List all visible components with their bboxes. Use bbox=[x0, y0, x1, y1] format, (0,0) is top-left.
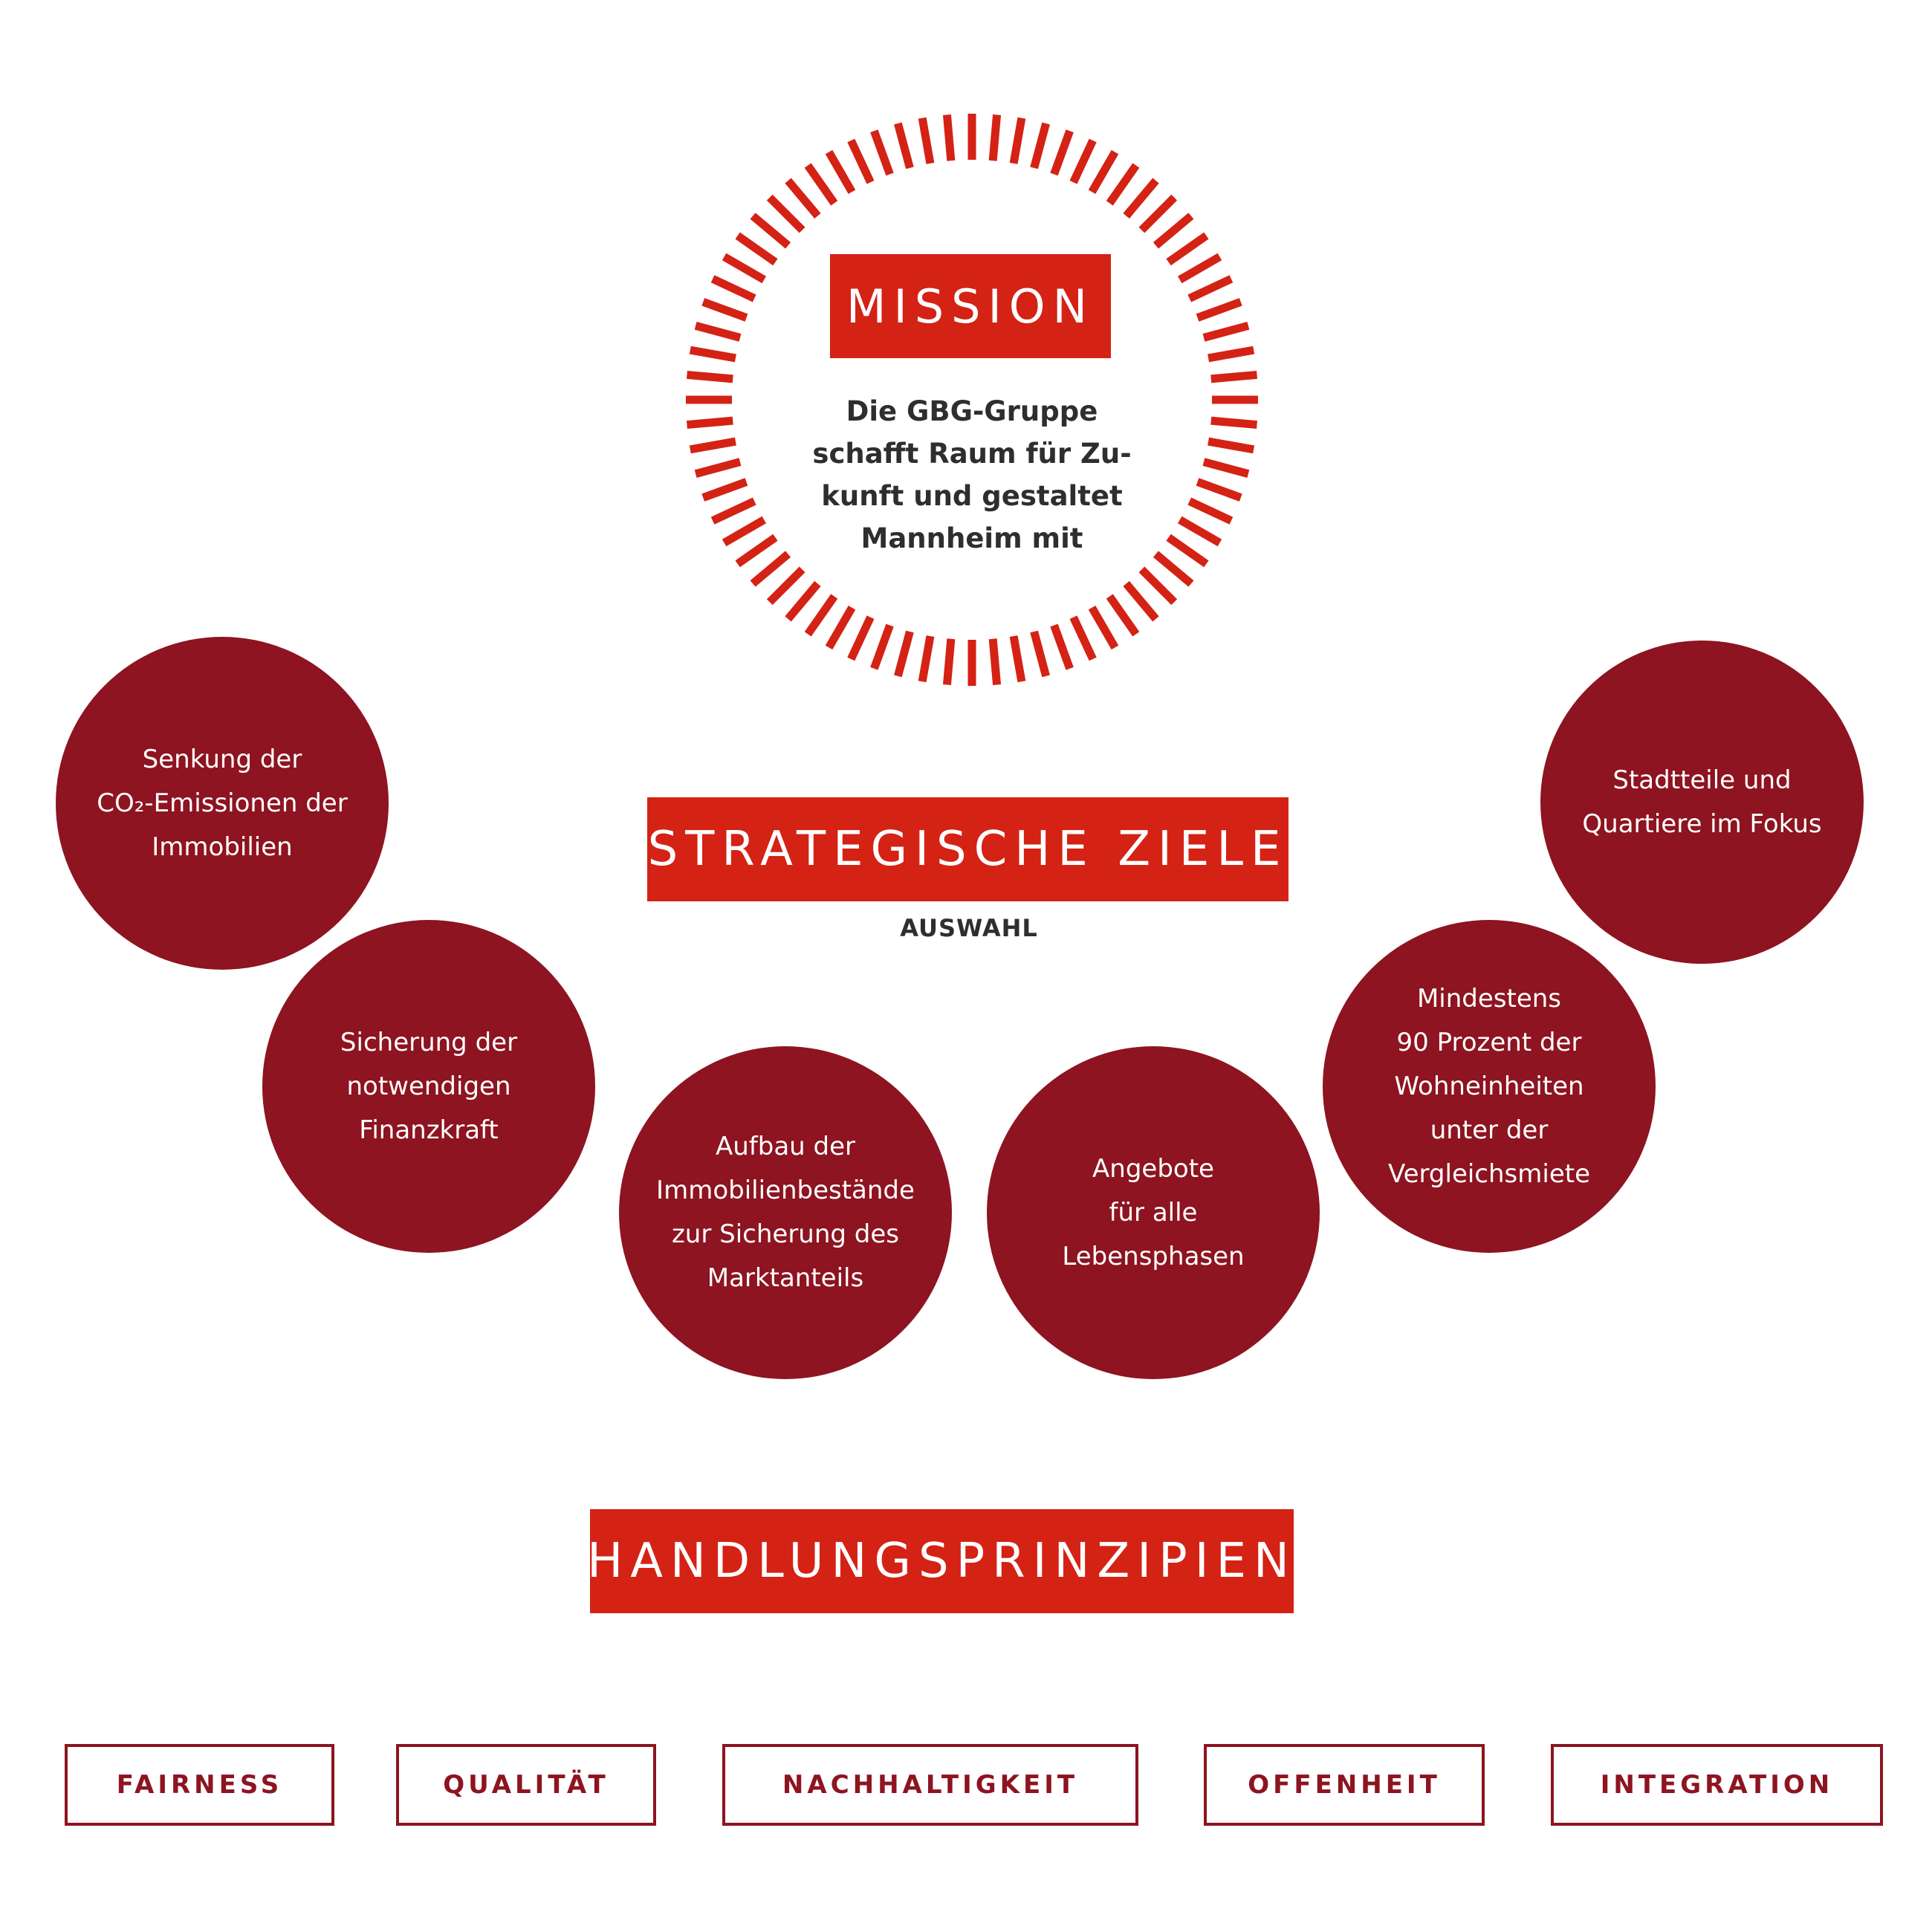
ring-dash bbox=[988, 114, 1002, 161]
ring-dash bbox=[918, 117, 935, 164]
ring-dash bbox=[847, 615, 875, 661]
ring-dash bbox=[785, 580, 821, 622]
goal-text: Aufbau der Immobilienbestände zur Sicher… bbox=[656, 1132, 915, 1293]
ring-dash bbox=[1069, 615, 1097, 661]
ring-dash bbox=[735, 232, 778, 266]
ring-dash bbox=[1123, 178, 1159, 219]
ring-dash bbox=[1088, 149, 1119, 195]
ring-dash bbox=[1210, 370, 1258, 383]
mission-statement: Die GBG-Gruppe schafft Raum für Zu- kunf… bbox=[812, 395, 1132, 554]
mission-label: MISSION bbox=[830, 254, 1111, 358]
ring-dash bbox=[694, 322, 742, 342]
ring-dash bbox=[686, 416, 733, 429]
ring-dash bbox=[1187, 275, 1234, 302]
ring-dash bbox=[870, 623, 894, 670]
ring-dash bbox=[766, 194, 805, 233]
principle-sustainability: NACHHALTIGKEIT bbox=[722, 1744, 1138, 1826]
goal-circle-portfolio: Aufbau der Immobilienbestände zur Sicher… bbox=[619, 1046, 952, 1379]
goal-text: Senkung der CO₂-Emissionen der Immobilie… bbox=[97, 744, 348, 862]
ring-dash bbox=[1009, 117, 1026, 164]
ring-dash bbox=[689, 346, 736, 363]
ring-dash bbox=[1138, 194, 1178, 233]
ring-dash bbox=[694, 458, 742, 478]
mission-ring bbox=[686, 114, 1258, 686]
ring-dash bbox=[894, 122, 914, 169]
ring-dash bbox=[750, 551, 791, 587]
ring-dash bbox=[1177, 253, 1222, 284]
ring-dash bbox=[785, 178, 821, 219]
ring-dash bbox=[710, 275, 756, 302]
strategic-goals-subtitle: AUSWAHL bbox=[900, 914, 1038, 942]
ring-dash bbox=[710, 497, 756, 525]
goal-circle-life-phases: Angebote für alle Lebensphasen bbox=[987, 1046, 1320, 1379]
goal-circle-co2: Senkung der CO₂-Emissionen der Immobilie… bbox=[56, 637, 389, 970]
principles-title: HANDLUNGSPRINZIPIEN bbox=[587, 1509, 1294, 1613]
principle-fairness: FAIRNESS bbox=[65, 1744, 334, 1826]
goal-text: Stadtteile und Quartiere im Fokus bbox=[1582, 765, 1822, 839]
ring-dash bbox=[825, 149, 856, 195]
ring-dash bbox=[1196, 298, 1242, 322]
goal-text: Angebote für alle Lebensphasen bbox=[1062, 1153, 1245, 1271]
ring-dash bbox=[1050, 623, 1074, 670]
ring-dash bbox=[1196, 478, 1242, 502]
ring-dash bbox=[689, 437, 736, 454]
ring-dash bbox=[1208, 437, 1255, 454]
ring-dash bbox=[894, 630, 914, 678]
ring-dash bbox=[1202, 458, 1250, 478]
ring-dash bbox=[1050, 129, 1074, 176]
ring-dash bbox=[1153, 551, 1194, 587]
ring-dash bbox=[988, 638, 1002, 686]
principle-openness: OFFENHEIT bbox=[1204, 1744, 1485, 1826]
ring-dash bbox=[1106, 163, 1140, 206]
ring-dash bbox=[1088, 605, 1119, 650]
ring-dash bbox=[1208, 346, 1255, 363]
ring-dash bbox=[766, 566, 805, 606]
ring-dash bbox=[701, 298, 748, 322]
goal-circle-rent: Mindestens 90 Prozent der Wohneinheiten … bbox=[1323, 920, 1656, 1253]
ring-dash bbox=[1123, 580, 1159, 622]
ring-dash bbox=[701, 478, 748, 502]
goal-text: Mindestens 90 Prozent der Wohneinheiten … bbox=[1388, 983, 1590, 1189]
ring-dash bbox=[825, 605, 856, 650]
goal-circle-finance: Sicherung der notwendigen Finanzkraft bbox=[262, 920, 595, 1253]
ring-dash bbox=[722, 253, 767, 284]
goal-circle-districts: Stadtteile und Quartiere im Fokus bbox=[1540, 641, 1864, 964]
ring-dash bbox=[847, 138, 875, 184]
ring-dash bbox=[1210, 416, 1258, 429]
ring-dash bbox=[1166, 534, 1209, 568]
ring-dash bbox=[1106, 594, 1140, 637]
ring-dash bbox=[750, 213, 791, 249]
ring-dash bbox=[1030, 630, 1050, 678]
principle-quality: QUALITÄT bbox=[396, 1744, 656, 1826]
ring-dash bbox=[1009, 635, 1026, 683]
ring-dash bbox=[1030, 122, 1050, 169]
ring-dash bbox=[722, 516, 767, 547]
ring-dash bbox=[1166, 232, 1209, 266]
goal-text: Sicherung der notwendigen Finanzkraft bbox=[340, 1027, 518, 1145]
ring-dash bbox=[1187, 497, 1234, 525]
ring-dash bbox=[918, 635, 935, 683]
ring-dash bbox=[1177, 516, 1222, 547]
ring-dash bbox=[1153, 213, 1194, 249]
ring-dash bbox=[1069, 138, 1097, 184]
ring-dash bbox=[1138, 566, 1178, 606]
ring-dash bbox=[942, 638, 956, 686]
ring-dash bbox=[686, 370, 733, 383]
strategic-goals-title: STRATEGISCHE ZIELE bbox=[647, 797, 1288, 901]
ring-dash bbox=[1202, 322, 1250, 342]
ring-dash bbox=[804, 594, 838, 637]
principle-integration: INTEGRATION bbox=[1551, 1744, 1883, 1826]
ring-dash bbox=[804, 163, 838, 206]
ring-dash bbox=[735, 534, 778, 568]
ring-dash bbox=[870, 129, 894, 176]
ring-dash bbox=[942, 114, 956, 161]
